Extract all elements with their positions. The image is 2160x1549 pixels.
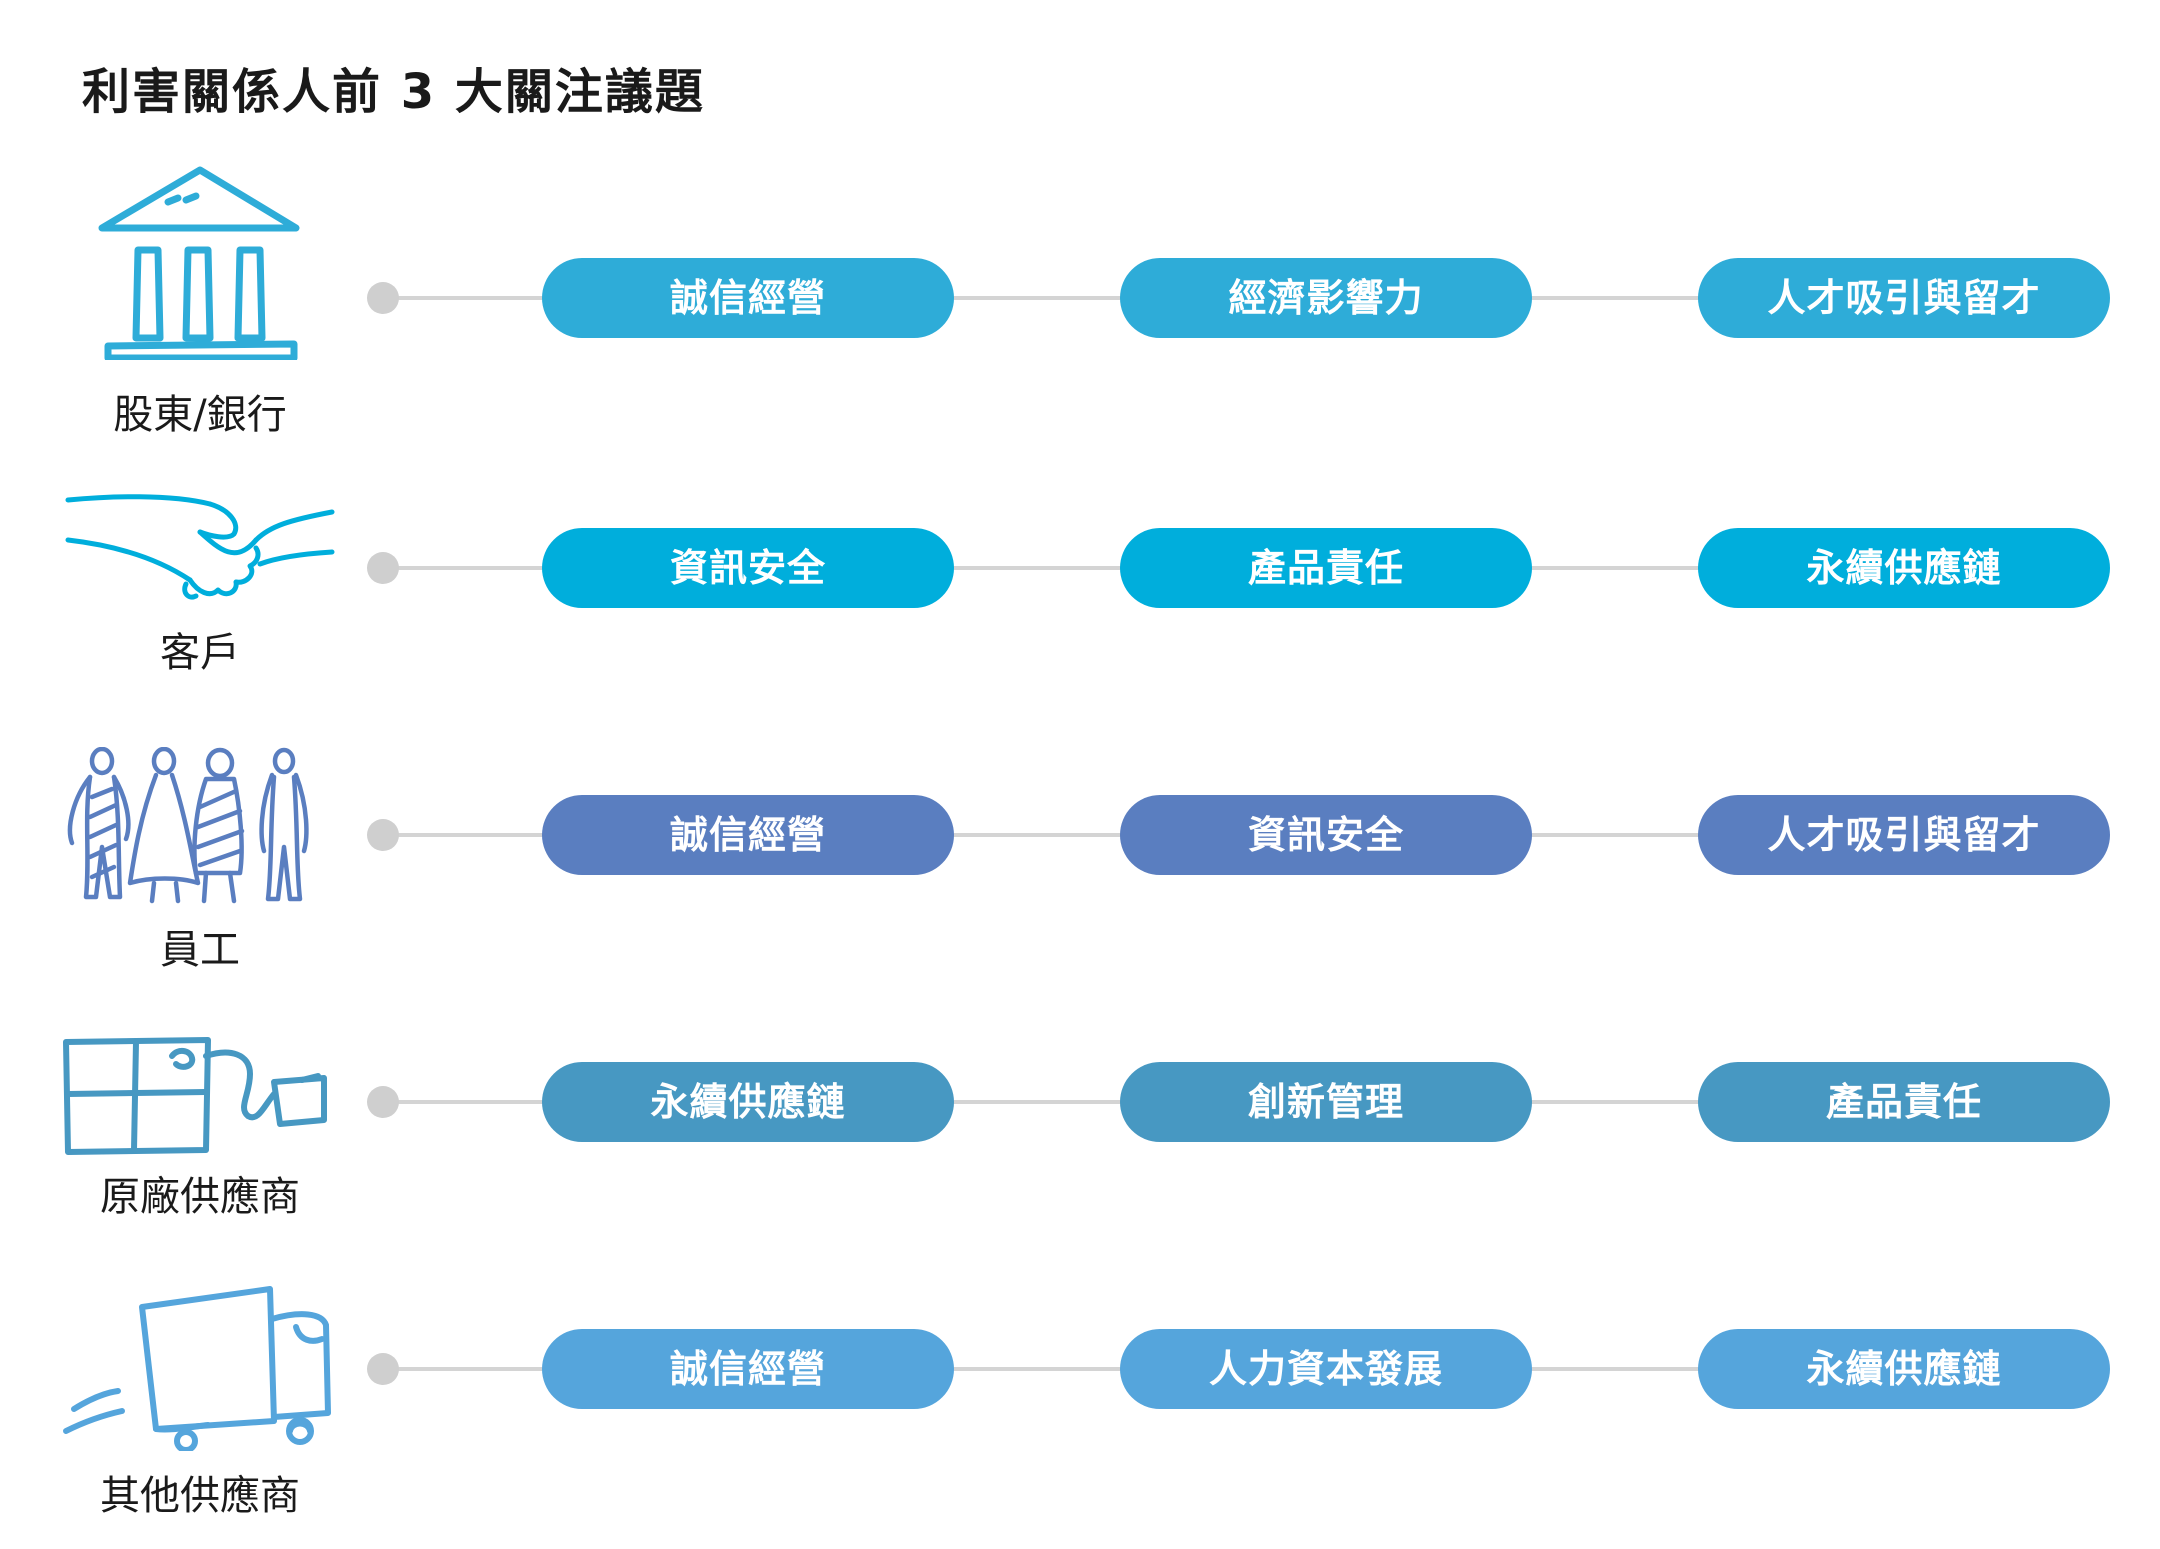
people-icon [60,747,340,907]
stakeholder-label: 股東/銀行 [113,392,287,438]
stakeholder-row-shareholders: 股東/銀行 誠信經營 經濟影響力 人才吸引與留才 [0,160,2160,438]
connector-dot [367,282,399,314]
issue-pill: 人才吸引與留才 [1698,795,2110,875]
issue-pill: 經濟影響力 [1120,258,1532,338]
issue-pill: 產品責任 [1120,528,1532,608]
factory-supplier-icon [60,1034,340,1164]
stakeholder-label: 客戶 [160,630,240,676]
stakeholder-row-customers: 客戶 資訊安全 產品責任 永續供應鏈 [0,430,2160,690]
connector-dot [367,552,399,584]
issue-pill: 誠信經營 [542,258,954,338]
stakeholder-row-oem-suppliers: 原廠供應商 永續供應鏈 創新管理 產品責任 [0,964,2160,1224]
issue-pill: 人才吸引與留才 [1698,258,2110,338]
bank-icon [60,160,340,360]
connector-dot [367,1353,399,1385]
delivery-truck-icon [60,1281,340,1451]
stakeholder-label: 員工 [160,927,240,973]
stakeholder-row-employees: 員工 誠信經營 資訊安全 人才吸引與留才 [0,697,2160,973]
stakeholder-label: 其他供應商 [100,1473,300,1519]
issue-pill: 創新管理 [1120,1062,1532,1142]
issue-pill: 永續供應鏈 [1698,528,2110,608]
handshake-icon [60,480,340,610]
connector-dot [367,819,399,851]
connector-dot [367,1086,399,1118]
stakeholder-label: 原廠供應商 [100,1174,300,1220]
issue-pill: 永續供應鏈 [542,1062,954,1142]
issue-pill: 誠信經營 [542,1329,954,1409]
issue-pill: 永續供應鏈 [1698,1329,2110,1409]
issue-pill: 資訊安全 [542,528,954,608]
issue-pill: 資訊安全 [1120,795,1532,875]
page-title: 利害關係人前 3 大關注議題 [82,64,705,120]
stakeholder-row-other-suppliers: 其他供應商 誠信經營 人力資本發展 永續供應鏈 [0,1231,2160,1519]
issue-pill: 產品責任 [1698,1062,2110,1142]
issue-pill: 誠信經營 [542,795,954,875]
issue-pill: 人力資本發展 [1120,1329,1532,1409]
